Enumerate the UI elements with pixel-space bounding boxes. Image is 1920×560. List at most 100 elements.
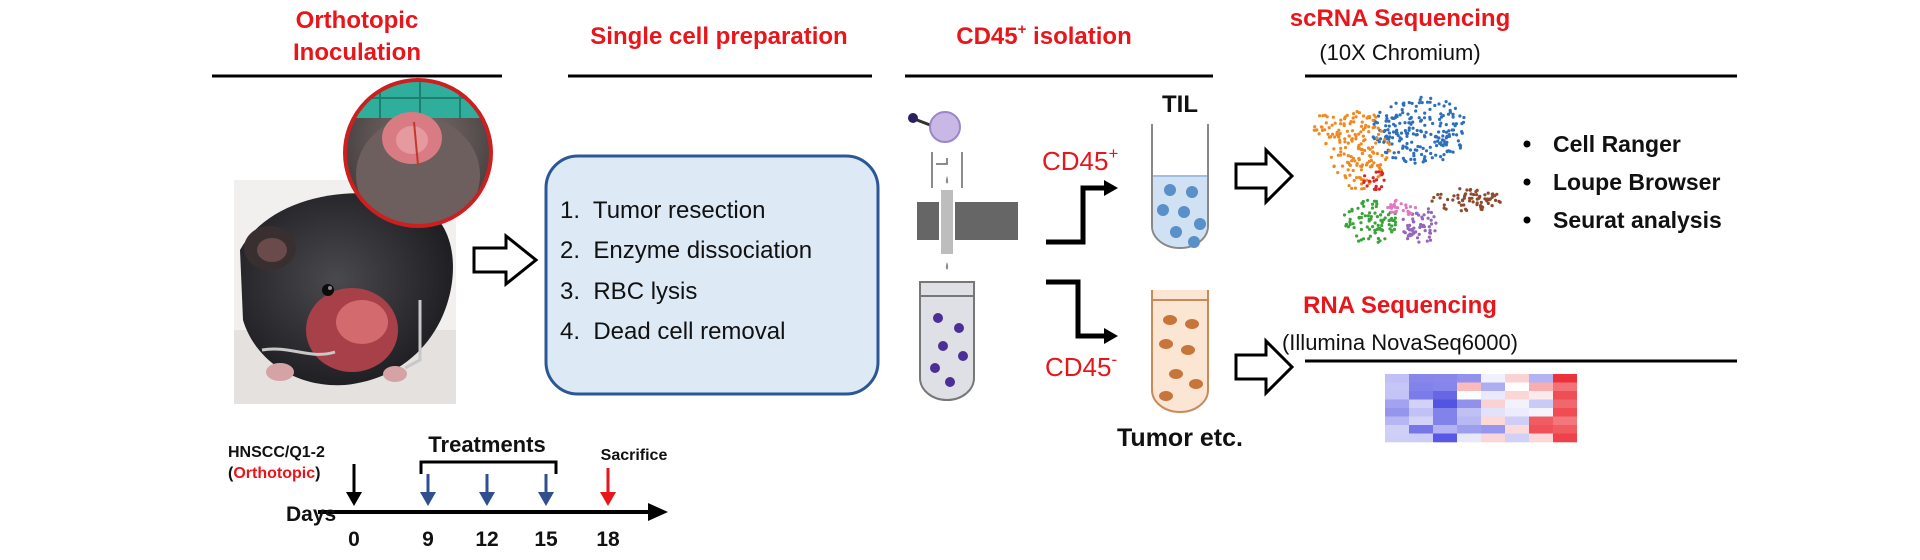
tsne-point xyxy=(1422,134,1427,138)
heatmap-cell xyxy=(1457,399,1481,409)
tsne-point xyxy=(1448,102,1452,106)
tsne-point xyxy=(1479,200,1483,204)
arrow-right-icon xyxy=(472,232,539,288)
tsne-point xyxy=(1365,116,1369,120)
tsne-point xyxy=(1359,142,1363,146)
tumor-tube xyxy=(1151,290,1209,413)
heatmap-cell xyxy=(1433,408,1457,417)
tsne-point xyxy=(1439,155,1443,159)
tsne-point xyxy=(1371,135,1375,139)
tsne-point xyxy=(1380,173,1384,177)
heatmap-cell xyxy=(1505,408,1529,417)
tsne-point xyxy=(1387,131,1391,135)
heatmap-cell xyxy=(1457,408,1481,417)
cd45-positive-label: CD45+ xyxy=(1042,144,1118,176)
tsne-point xyxy=(1413,161,1417,165)
tsne-point xyxy=(1357,239,1361,243)
tsne-point xyxy=(1407,128,1411,132)
tsne-point xyxy=(1359,130,1363,134)
treatment-arrowhead-2 xyxy=(479,492,495,506)
tsne-point xyxy=(1439,112,1443,116)
treatment-arrowhead-1 xyxy=(420,492,436,506)
tsne-point xyxy=(1357,132,1361,136)
tsne-point xyxy=(1436,193,1440,197)
tsne-point xyxy=(1350,129,1355,133)
arrow-to-rna-icon xyxy=(1234,337,1295,397)
tsne-point xyxy=(1447,133,1451,137)
heatmap-cell xyxy=(1385,408,1409,417)
tsne-point xyxy=(1356,147,1361,151)
tsne-point xyxy=(1343,174,1347,178)
tsne-point xyxy=(1417,232,1421,236)
tsne-point xyxy=(1428,238,1433,242)
heatmap-cell xyxy=(1505,416,1529,426)
tsne-point xyxy=(1385,156,1389,160)
tsne-point xyxy=(1374,178,1379,182)
tsne-point xyxy=(1455,133,1459,137)
tsne-point xyxy=(1343,140,1347,144)
tsne-point xyxy=(1397,150,1401,154)
tsne-point xyxy=(1390,224,1394,228)
tsne-point xyxy=(1444,100,1448,104)
tsne-point xyxy=(1428,145,1432,149)
tsne-point xyxy=(1381,228,1385,232)
tsne-point xyxy=(1451,150,1455,154)
timeline-model-line2: (Orthotopic) xyxy=(228,465,320,482)
tsne-point xyxy=(1409,233,1413,237)
timeline-day-0: 0 xyxy=(348,528,360,551)
tsne-point xyxy=(1422,225,1426,229)
tsne-point xyxy=(1383,137,1387,141)
timeline-day-18: 18 xyxy=(596,528,620,551)
tsne-point xyxy=(1367,130,1371,134)
tsne-point xyxy=(1475,193,1479,197)
tsne-point xyxy=(1483,197,1487,201)
tsne-point xyxy=(1411,126,1415,130)
tsne-point xyxy=(1372,179,1376,183)
tsne-point xyxy=(1325,115,1329,119)
tsne-point xyxy=(1426,210,1430,214)
tsne-scatter-icon xyxy=(1312,95,1502,244)
tsne-point xyxy=(1357,216,1361,220)
tsne-point xyxy=(1343,146,1348,150)
tsne-point xyxy=(1433,140,1437,144)
tsne-point xyxy=(1344,222,1349,226)
tsne-point xyxy=(1384,119,1388,123)
tsne-point xyxy=(1368,234,1372,238)
heatmap-cell xyxy=(1457,382,1481,392)
tsne-point xyxy=(1367,217,1371,221)
tsne-point xyxy=(1385,114,1389,118)
heatmap-cell xyxy=(1553,408,1577,417)
tsne-point xyxy=(1465,188,1469,192)
tsne-point xyxy=(1437,130,1441,134)
tsne-point xyxy=(1367,159,1371,163)
tsne-point xyxy=(1375,215,1379,219)
tsne-point xyxy=(1413,148,1417,152)
tsne-point xyxy=(1338,131,1342,136)
tsne-point xyxy=(1429,210,1433,215)
tsne-point xyxy=(1315,128,1319,132)
tsne-point xyxy=(1448,110,1452,114)
cd45-negative-tube xyxy=(919,281,975,401)
tsne-point xyxy=(1414,109,1418,113)
header-rna: RNA Sequencing xyxy=(1303,292,1497,319)
tsne-point xyxy=(1373,231,1377,235)
tsne-point xyxy=(1317,132,1321,136)
tsne-point xyxy=(1376,236,1380,241)
tsne-point xyxy=(1345,113,1349,117)
tsne-point xyxy=(1365,184,1369,188)
header-orthotopic-line2: Inoculation xyxy=(293,39,421,66)
heatmap-cell xyxy=(1433,382,1457,392)
branch-arrowhead-positive xyxy=(1104,180,1118,196)
heatmap-cell xyxy=(1481,399,1505,409)
heatmap-cell xyxy=(1529,399,1553,409)
tsne-point xyxy=(1349,155,1353,159)
tsne-point xyxy=(1401,111,1405,115)
heatmap-cell xyxy=(1457,433,1481,443)
sacrifice-label: Sacrifice xyxy=(601,447,668,464)
sacrifice-arrowhead xyxy=(600,492,616,506)
tsne-point xyxy=(1400,108,1404,112)
tsne-point xyxy=(1360,187,1364,191)
tsne-point xyxy=(1394,113,1398,117)
timeline-day-9: 9 xyxy=(422,528,434,551)
tsne-point xyxy=(1404,160,1408,164)
